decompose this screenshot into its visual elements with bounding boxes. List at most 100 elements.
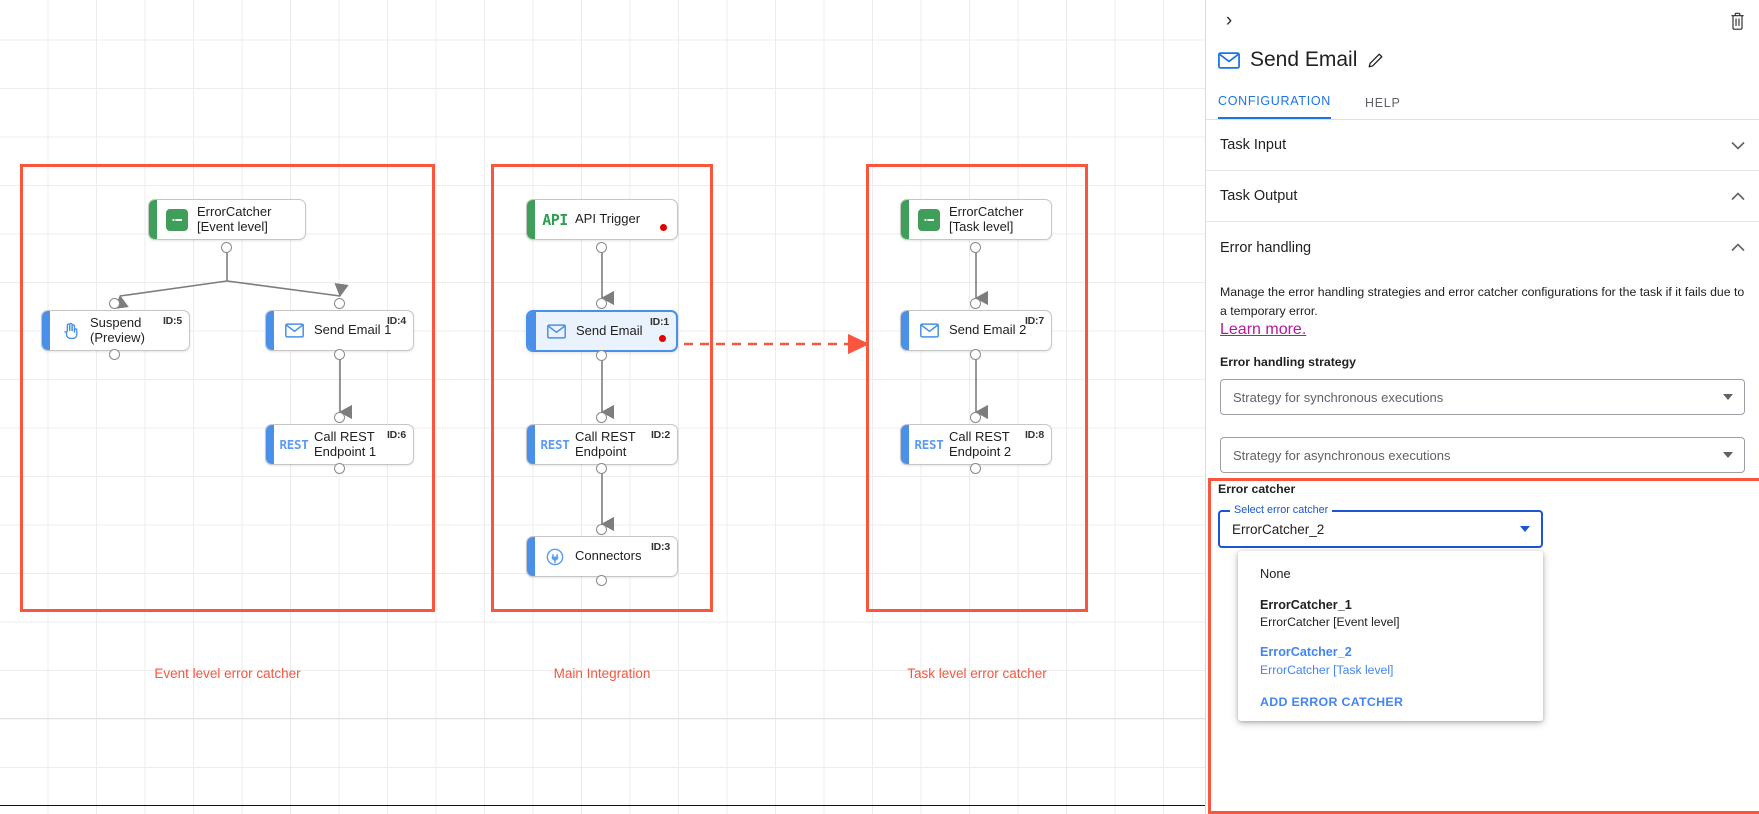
node-label: ErrorCatcher [Task level] bbox=[949, 203, 1024, 234]
node-label: Call REST Endpoint 2 bbox=[949, 428, 1012, 459]
tab-configuration[interactable]: CONFIGURATION bbox=[1218, 94, 1332, 119]
panel-tabs: CONFIGURATION HELP bbox=[1206, 86, 1759, 120]
chevron-down-icon bbox=[1723, 394, 1733, 401]
node-id-tag: ID:4 bbox=[386, 315, 406, 327]
canvas-divider bbox=[0, 718, 1205, 719]
node-id-tag: ID:3 bbox=[650, 541, 670, 553]
node-label: Send Email 2 bbox=[949, 322, 1027, 338]
node-stripe bbox=[901, 311, 909, 350]
port-out[interactable] bbox=[970, 242, 981, 253]
group-box-task-level bbox=[866, 164, 1088, 612]
trash-icon[interactable] bbox=[1723, 7, 1751, 35]
node-id-tag: ID:5 bbox=[162, 315, 182, 327]
node-label: Suspend (Preview) bbox=[90, 314, 145, 345]
status-dot bbox=[660, 224, 667, 231]
node-call-rest-endpoint[interactable]: REST Call REST Endpoint ID:2 bbox=[526, 424, 678, 465]
port-in[interactable] bbox=[596, 412, 607, 423]
panel-topbar: › bbox=[1206, 0, 1759, 40]
port-out[interactable] bbox=[970, 463, 981, 474]
node-label: Connectors bbox=[575, 548, 642, 564]
chevron-right-icon[interactable]: › bbox=[1225, 10, 1233, 31]
chevron-down-icon[interactable] bbox=[1520, 526, 1530, 532]
group-box-main-integration bbox=[491, 164, 713, 612]
port-in[interactable] bbox=[109, 298, 120, 309]
chevron-down-icon bbox=[1731, 139, 1745, 152]
node-id-tag: ID:8 bbox=[1024, 429, 1044, 441]
dropdown-option-main: ErrorCatcher_1 bbox=[1260, 597, 1352, 612]
sync-strategy-value: Strategy for synchronous executions bbox=[1233, 389, 1444, 405]
node-error-catcher-event-level[interactable]: ! ErrorCatcher [Event level] bbox=[148, 199, 306, 240]
node-send-email-1[interactable]: Send Email 1 ID:4 bbox=[265, 310, 414, 351]
port-in[interactable] bbox=[334, 412, 345, 423]
chevron-up-icon bbox=[1731, 190, 1745, 203]
node-stripe bbox=[266, 311, 274, 350]
node-label: Send Email 1 bbox=[314, 322, 392, 338]
group-box-event-level bbox=[20, 164, 435, 612]
port-out[interactable] bbox=[596, 242, 607, 253]
port-out[interactable] bbox=[221, 242, 232, 253]
section-error-handling[interactable]: Error handling bbox=[1206, 222, 1759, 273]
select-error-catcher-value: ErrorCatcher_2 bbox=[1232, 521, 1325, 537]
dropdown-option-none[interactable]: None bbox=[1238, 559, 1543, 590]
connectors-icon bbox=[535, 547, 575, 567]
port-in[interactable] bbox=[596, 298, 607, 309]
node-label: Call REST Endpoint bbox=[575, 428, 636, 459]
pencil-icon[interactable] bbox=[1367, 52, 1384, 69]
group-caption-task-level: Task level error catcher bbox=[907, 666, 1047, 681]
sync-strategy-select[interactable]: Strategy for synchronous executions bbox=[1220, 379, 1745, 416]
tab-help[interactable]: HELP bbox=[1365, 96, 1401, 110]
node-stripe bbox=[527, 200, 535, 239]
port-in[interactable] bbox=[970, 298, 981, 309]
port-out[interactable] bbox=[970, 349, 981, 360]
envelope-icon bbox=[1218, 51, 1240, 69]
section-title: Task Input bbox=[1220, 137, 1287, 153]
dropdown-option-sub: ErrorCatcher [Event level] bbox=[1260, 614, 1400, 629]
node-connectors[interactable]: Connectors ID:3 bbox=[526, 536, 678, 577]
section-task-output[interactable]: Task Output bbox=[1206, 171, 1759, 222]
node-call-rest-endpoint-2[interactable]: REST Call REST Endpoint 2 ID:8 bbox=[900, 424, 1052, 465]
node-stripe bbox=[527, 537, 535, 576]
dropdown-option-errorcatcher-2[interactable]: ErrorCatcher_2 ErrorCatcher [Task level] bbox=[1238, 637, 1543, 685]
node-call-rest-endpoint-1[interactable]: REST Call REST Endpoint 1 ID:6 bbox=[265, 424, 414, 465]
async-strategy-select[interactable]: Strategy for asynchronous executions bbox=[1220, 437, 1745, 474]
status-dot bbox=[659, 335, 666, 342]
node-api-trigger[interactable]: API API Trigger bbox=[526, 199, 678, 240]
node-error-catcher-task-level[interactable]: ! ErrorCatcher [Task level] bbox=[900, 199, 1052, 240]
learn-more-link[interactable]: Learn more. bbox=[1220, 321, 1307, 339]
error-catcher-dropdown-menu[interactable]: None ErrorCatcher_1 ErrorCatcher [Event … bbox=[1238, 551, 1543, 722]
port-out[interactable] bbox=[334, 463, 345, 474]
rest-icon: REST bbox=[540, 437, 570, 452]
node-stripe bbox=[901, 425, 909, 464]
async-strategy-value: Strategy for asynchronous executions bbox=[1233, 447, 1451, 463]
node-stripe bbox=[527, 425, 535, 464]
port-out[interactable] bbox=[334, 349, 345, 360]
group-caption-main-integration: Main Integration bbox=[553, 666, 651, 681]
port-out[interactable] bbox=[596, 463, 607, 474]
node-send-email[interactable]: Send Email ID:1 bbox=[526, 310, 678, 352]
node-send-email-2[interactable]: Send Email 2 ID:7 bbox=[900, 310, 1052, 351]
dropdown-option-errorcatcher-1[interactable]: ErrorCatcher_1 ErrorCatcher [Event level… bbox=[1238, 590, 1543, 638]
dropdown-option-main: ErrorCatcher_2 bbox=[1260, 645, 1352, 660]
port-in[interactable] bbox=[596, 524, 607, 535]
port-in[interactable] bbox=[334, 298, 345, 309]
select-error-catcher-input[interactable]: Select error catcher ErrorCatcher_2 bbox=[1218, 504, 1543, 548]
node-label: API Trigger bbox=[575, 211, 641, 227]
port-out[interactable] bbox=[596, 350, 607, 361]
port-out[interactable] bbox=[109, 349, 120, 360]
node-id-tag: ID:2 bbox=[650, 429, 670, 441]
port-in[interactable] bbox=[970, 412, 981, 423]
workflow-canvas[interactable]: Event level error catcher Main Integrati… bbox=[0, 0, 1205, 814]
rest-icon: REST bbox=[279, 437, 309, 452]
rest-icon: REST bbox=[914, 437, 944, 452]
add-error-catcher-button[interactable]: ADD ERROR CATCHER bbox=[1260, 695, 1404, 710]
group-caption-event-level: Event level error catcher bbox=[154, 666, 301, 681]
error-catcher-section: Error catcher Select error catcher Error… bbox=[1218, 482, 1558, 548]
port-out[interactable] bbox=[596, 575, 607, 586]
envelope-icon bbox=[909, 323, 949, 338]
section-task-input[interactable]: Task Input bbox=[1206, 120, 1759, 171]
node-suspend-preview[interactable]: Suspend (Preview) ID:5 bbox=[41, 310, 190, 351]
dropdown-option-main: None bbox=[1260, 566, 1291, 581]
select-error-catcher-label: Select error catcher bbox=[1230, 504, 1333, 516]
envelope-icon bbox=[274, 323, 314, 338]
page-title: Send Email bbox=[1250, 48, 1358, 71]
